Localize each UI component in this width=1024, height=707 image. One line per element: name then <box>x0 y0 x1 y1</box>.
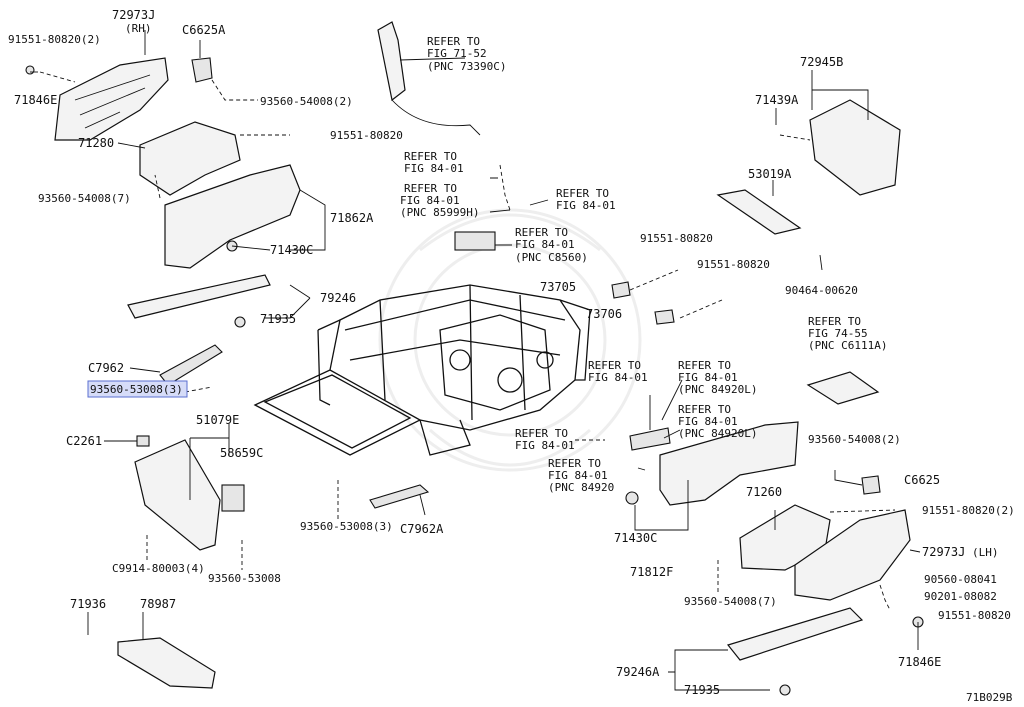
part-label-c6625[interactable]: C6625 <box>904 473 940 487</box>
part-label-71846e-b[interactable]: 71846E <box>898 655 941 669</box>
part-label-71280[interactable]: 71280 <box>78 136 114 150</box>
refer-fig: FIG 84-01 <box>548 469 608 482</box>
refer-line: REFER TO <box>515 226 568 239</box>
part-label-78987[interactable]: 78987 <box>140 597 176 611</box>
refer-pnc: (PNC 73390C) <box>427 60 506 73</box>
refer-line: REFER TO <box>678 403 731 416</box>
part-label-93560-53008[interactable]: 93560-53008 <box>208 572 281 585</box>
watermark <box>378 208 642 472</box>
refer-fig-84-01-c8560[interactable]: REFER TO FIG 84-01 (PNC C8560) <box>515 226 588 264</box>
highlighted-part-number-box <box>87 380 188 398</box>
refer-line: REFER TO <box>808 315 861 328</box>
refer-fig: FIG 74-55 <box>808 327 868 340</box>
part-label-72973j-rh[interactable]: 72973J <box>112 8 155 22</box>
refer-fig-74-55[interactable]: REFER TO FIG 74-55 (PNC C6111A) <box>808 315 887 352</box>
part-label-93560-54008-7-b[interactable]: 93560-54008(7) <box>684 595 777 608</box>
part-label-91551-80820-c[interactable]: 91551-80820 <box>697 258 770 271</box>
refer-pnc: (PNC C8560) <box>515 251 588 264</box>
part-label-71935[interactable]: 71935 <box>260 312 296 326</box>
parts <box>25 21 924 696</box>
refer-fig-84-01-a[interactable]: REFER TO FIG 84-01 <box>404 150 464 175</box>
diagram-code: 71B029B <box>966 691 1013 704</box>
refer-fig: FIG 84-01 <box>404 162 464 175</box>
part-label-51079e[interactable]: 51079E <box>196 413 239 427</box>
part-label-71430c[interactable]: 71430C <box>270 243 313 257</box>
part-label-91551-80820-2-b[interactable]: 91551-80820(2) <box>922 504 1015 517</box>
refer-pnc: (PNC 84920L) <box>678 427 757 440</box>
part-label-93560-54008-2-b[interactable]: 93560-54008(2) <box>808 433 901 446</box>
part-label-72973j-lh[interactable]: 72973J <box>922 545 965 559</box>
part-label-91551-80820-d[interactable]: 91551-80820 <box>938 609 1011 622</box>
refer-fig-84-01-84920l-b[interactable]: REFER TO FIG 84-01 (PNC 84920L) <box>678 403 757 440</box>
part-label-71439a[interactable]: 71439A <box>755 93 799 107</box>
refer-fig-71-52[interactable]: REFER TO FIG 71-52 (PNC 73390C) <box>427 35 506 73</box>
refer-line: REFER TO <box>588 359 641 372</box>
refer-pnc: (PNC 84920 <box>548 481 614 494</box>
part-label-79246[interactable]: 79246 <box>320 291 356 305</box>
part-label-c7962[interactable]: C7962 <box>88 361 124 375</box>
part-label-71260[interactable]: 71260 <box>746 485 782 499</box>
part-label-c6625a[interactable]: C6625A <box>182 23 226 37</box>
part-label-58659c[interactable]: 58659C <box>220 446 263 460</box>
labels: 72973J (RH) 91551-80820(2) 71846E C6625A… <box>8 8 1015 704</box>
refer-line: REFER TO <box>515 427 568 440</box>
part-label-rh: (RH) <box>125 22 152 35</box>
refer-fig-84-01-d[interactable]: REFER TO FIG 84-01 <box>515 427 575 452</box>
refer-fig-84-01-84920l-a[interactable]: REFER TO FIG 84-01 (PNC 84920L) <box>678 359 757 396</box>
refer-line: REFER TO <box>548 457 601 470</box>
part-label-90464-00620[interactable]: 90464-00620 <box>785 284 858 297</box>
refer-fig: FIG 84-01 <box>588 371 648 384</box>
refer-line: REFER TO <box>678 359 731 372</box>
refer-fig: FIG 84-01 <box>678 415 738 428</box>
part-label-71862a[interactable]: 71862A <box>330 211 374 225</box>
part-label-c2261[interactable]: C2261 <box>66 434 102 448</box>
refer-pnc: (PNC 85999H) <box>400 206 479 219</box>
refer-fig: FIG 84-01 <box>515 439 575 452</box>
refer-line: REFER TO <box>404 150 457 163</box>
part-label-90201-08082[interactable]: 90201-08082 <box>924 590 997 603</box>
part-label-91551-80820-2[interactable]: 91551-80820(2) <box>8 33 101 46</box>
part-label-93560-53008-3[interactable]: 93560-53008(3) <box>300 520 393 533</box>
refer-fig-84-01-c[interactable]: REFER TO FIG 84-01 <box>588 359 648 384</box>
refer-fig: FIG 84-01 <box>556 199 616 212</box>
part-label-71936[interactable]: 71936 <box>70 597 106 611</box>
part-label-72945b[interactable]: 72945B <box>800 55 843 69</box>
part-label-93560-54008-2[interactable]: 93560-54008(2) <box>260 95 353 108</box>
seat-frame <box>253 284 591 456</box>
refer-fig-84-01-85999h[interactable]: REFER TO FIG 84-01 (PNC 85999H) <box>400 182 479 219</box>
part-label-93560-54008-7[interactable]: 93560-54008(7) <box>38 192 131 205</box>
part-label-73705[interactable]: 73705 <box>540 280 576 294</box>
refer-line: REFER TO <box>404 182 457 195</box>
part-label-90560-08041[interactable]: 90560-08041 <box>924 573 997 586</box>
part-label-71430c-b[interactable]: 71430C <box>614 531 657 545</box>
part-label-c7962a[interactable]: C7962A <box>400 522 444 536</box>
part-label-79246a[interactable]: 79246A <box>616 665 660 679</box>
part-label-c9914-80003-4[interactable]: C9914-80003(4) <box>112 562 205 575</box>
refer-fig-84-01-b[interactable]: REFER TO FIG 84-01 <box>556 187 616 212</box>
refer-fig: FIG 71-52 <box>427 47 487 60</box>
part-label-71846e[interactable]: 71846E <box>14 93 57 107</box>
part-label-91551-80820-b[interactable]: 91551-80820 <box>640 232 713 245</box>
refer-pnc: (PNC 84920L) <box>678 383 757 396</box>
refer-fig: FIG 84-01 <box>678 371 738 384</box>
refer-line: REFER TO <box>556 187 609 200</box>
refer-fig-84-01-84920[interactable]: REFER TO FIG 84-01 (PNC 84920 <box>548 457 614 494</box>
refer-line: REFER TO <box>427 35 480 48</box>
part-label-71812f[interactable]: 71812F <box>630 565 673 579</box>
part-label-91551-80820[interactable]: 91551-80820 <box>330 129 403 142</box>
part-label-53019a[interactable]: 53019A <box>748 167 792 181</box>
part-label-73706[interactable]: 73706 <box>586 307 622 321</box>
refer-pnc: (PNC C6111A) <box>808 339 887 352</box>
refer-fig: FIG 84-01 <box>400 194 460 207</box>
refer-fig: FIG 84-01 <box>515 238 575 251</box>
leader-lines <box>30 30 921 691</box>
part-label-93560-53008-3-highlighted[interactable]: 93560-53008(3) <box>90 383 183 396</box>
part-label-71935-b[interactable]: 71935 <box>684 683 720 697</box>
part-label-lh: (LH) <box>972 546 999 559</box>
